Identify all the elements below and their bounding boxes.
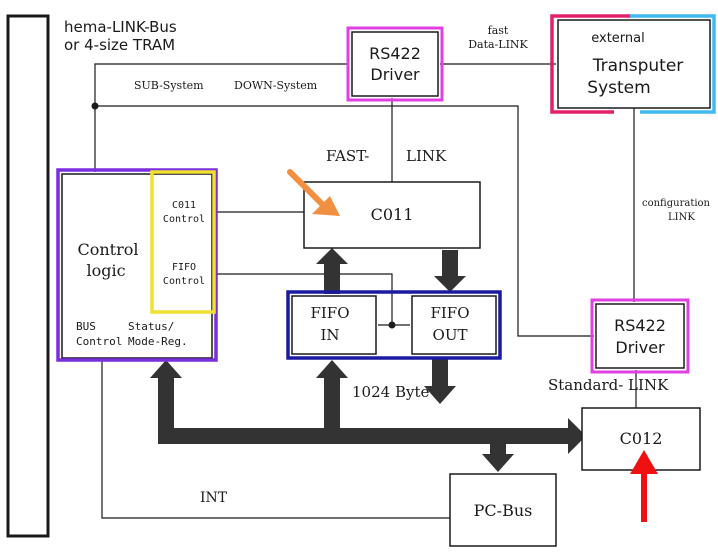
rs422-bottom-box [595,303,685,369]
external-cyan-highlight [630,14,716,114]
pc-bus-label: PC-Bus [474,501,533,520]
external-transputer-box [557,19,711,109]
fast-data-link-line1: fast [488,24,509,37]
c011-control-line1: C011 [172,200,196,211]
control-logic-highlight [56,168,218,362]
sub-system-line [94,63,348,172]
rs422-top-line1: RS422 [369,44,421,63]
bus-arrow-to-c011 [316,248,348,264]
fast-link-part2: LINK [406,147,447,165]
configuration-link-line2: LINK [668,212,695,223]
fast-link-part1: FAST- [326,147,369,165]
orange-arrow-icon [287,169,340,216]
standard-link-label: Standard- LINK [548,376,669,394]
byte-label: 1024 Byte [352,383,429,401]
pc-bus-box [449,473,557,547]
bus-label-line1: hema-LINK-Bus [64,18,177,36]
control-logic-line2: logic [86,261,125,280]
configuration-link-line1: configuration [642,198,711,209]
rs422-top-line2: Driver [370,65,420,84]
fifo-junction-dot [388,321,396,329]
down-system-label: DOWN-System [234,79,318,92]
control-logic-line1: Control [77,240,138,259]
data-bus-arrows [150,248,586,472]
fifo-out-box [411,295,497,355]
control-subpanel-highlight [150,170,216,314]
status-line2: Mode-Reg. [128,335,188,348]
fifo-in-line1: FIFO [310,304,349,322]
external-line3: System [587,78,650,98]
bus-control-line1: BUS [76,320,96,333]
c012-label: C012 [620,429,663,448]
bus-arrow-to-fifo-in [316,360,348,378]
red-arrow-icon [630,450,658,522]
fifo-control-line [216,273,393,325]
bus-arrow-to-fifo-out [434,276,466,292]
external-line1: external [591,31,645,46]
fifo-control-line1: FIFO [172,262,196,273]
bus-arrow-to-c012 [568,418,586,454]
bus-arrow-from-fifo-out [424,386,456,404]
fifo-control-line2: Control [163,276,205,287]
sub-system-label: SUB-System [134,79,204,92]
down-system-line [95,105,594,337]
signal-lines [94,63,637,519]
int-line [101,360,450,519]
rs422-top-highlight [346,26,444,102]
int-label: INT [200,490,228,506]
bus-control-line2: Control [76,335,122,348]
tram-bus-bar [6,14,50,538]
fifo-in-box [291,295,377,355]
fifo-out-line2: OUT [433,326,468,344]
c011-control-line2: Control [163,214,205,225]
fast-data-link-line2: Data-LINK [468,38,528,51]
rs422-top-box [351,31,439,97]
c011-label: C011 [371,205,414,224]
junction-dot [91,102,99,110]
bus-arrow-to-pc-bus [482,454,514,472]
control-logic-box [61,173,213,359]
rs422-bottom-highlight [590,298,690,374]
fifo-group-highlight [286,290,502,360]
bus-label-line2: or 4-size TRAM [64,36,175,54]
rs422-bottom-line1: RS422 [614,316,666,335]
fifo-out-line1: FIFO [430,304,469,322]
external-line2: Transputer [592,56,684,76]
status-line1: Status/ [128,320,174,333]
fifo-in-line2: IN [320,326,339,344]
bus-arrow-to-control [150,360,182,378]
rs422-bottom-line2: Driver [615,338,665,357]
external-pink-highlight [550,14,630,114]
